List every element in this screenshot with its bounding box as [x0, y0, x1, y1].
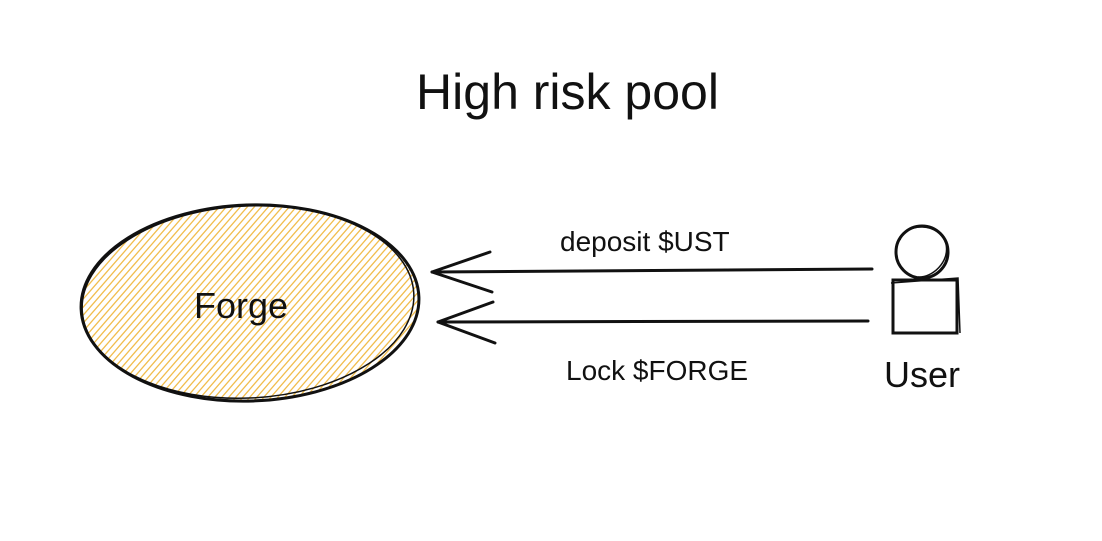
hatch-line — [78, 199, 144, 407]
hatch-line — [117, 199, 319, 407]
arrow-deposit-ust-head — [430, 250, 494, 294]
hatch-line — [78, 199, 242, 407]
hatch-line — [306, 199, 422, 407]
hatch-line — [257, 199, 422, 407]
hatch-line — [145, 199, 347, 407]
hatch-line — [78, 199, 88, 407]
hatch-line — [78, 199, 235, 407]
arrow-lock-forge-head — [436, 300, 497, 345]
hatch-line — [278, 199, 422, 407]
hatch-line — [78, 199, 193, 407]
arrow-deposit-ust-shaft — [430, 267, 874, 274]
user-head-icon — [894, 224, 950, 280]
hatch-line — [390, 199, 422, 407]
forge-node-label: Forge — [194, 285, 289, 326]
hatch-line — [166, 199, 368, 407]
arrow-deposit-ust — [430, 250, 874, 294]
hatch-line — [78, 199, 130, 407]
hatch-line — [124, 199, 326, 407]
hatch-line — [78, 199, 207, 407]
forge-ellipse-outline — [79, 203, 421, 403]
hatch-line — [78, 199, 81, 407]
deposit-ust-label: deposit $UST — [560, 226, 730, 257]
hatch-line — [131, 199, 333, 407]
lock-forge-label: Lock $FORGE — [566, 355, 749, 386]
hatch-line — [78, 199, 200, 407]
hatch-line — [173, 199, 375, 407]
diagram-title: High risk pool — [416, 64, 719, 120]
hatch-line — [271, 199, 422, 407]
hatch-line — [292, 199, 422, 407]
user-head-sketch-line — [899, 226, 948, 278]
hatch-line — [78, 199, 228, 407]
hatch-line — [152, 199, 354, 407]
user-body-icon — [891, 278, 959, 335]
forge-ellipse-sketch-line — [81, 204, 415, 400]
user-label: User — [884, 354, 961, 395]
user-body-sketch-line — [890, 277, 961, 334]
hatch-line — [264, 199, 422, 407]
hatch-line — [180, 199, 382, 407]
hatch-line — [78, 199, 123, 407]
arrow-lock-forge-shaft — [436, 319, 870, 324]
hatch-line — [78, 199, 186, 407]
hatch-line — [138, 199, 340, 407]
hatch-line — [78, 199, 116, 407]
hatch-line — [78, 199, 214, 407]
hatch-line — [187, 199, 389, 407]
hatch-line — [78, 199, 137, 407]
hatch-line — [159, 199, 361, 407]
hatch-line — [78, 199, 221, 407]
hatch-line — [285, 199, 422, 407]
arrow-lock-forge — [436, 300, 870, 345]
user-actor — [890, 224, 961, 335]
